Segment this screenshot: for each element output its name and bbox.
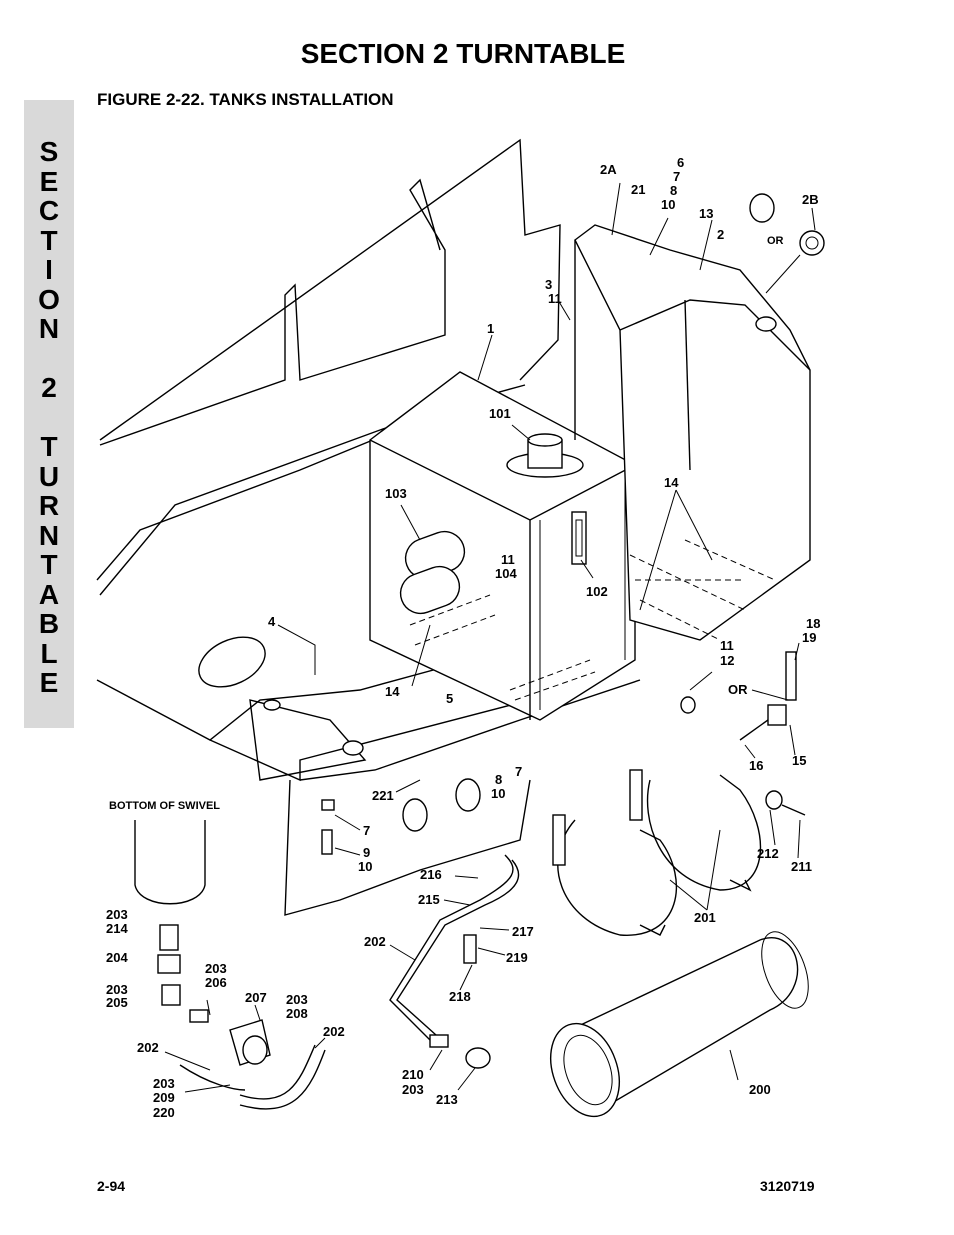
callout-4: 4 xyxy=(268,614,276,629)
filter-canister xyxy=(550,931,809,1118)
callout-2A: 2A xyxy=(600,162,617,177)
side-tab-letter: T xyxy=(40,431,58,462)
callout-10: 10 xyxy=(661,197,675,212)
callout-202c: 202 xyxy=(364,934,386,949)
callout-206: 206 xyxy=(205,975,227,990)
callout-14b: 14 xyxy=(664,475,679,490)
callout-204: 204 xyxy=(106,950,128,965)
callout-201: 201 xyxy=(694,910,716,925)
side-tab-letter: T xyxy=(40,549,58,580)
callout-15: 15 xyxy=(792,753,806,768)
callout-203d: 203 xyxy=(286,992,308,1007)
callout-203f: 203 xyxy=(402,1082,424,1097)
callout-207: 207 xyxy=(245,990,267,1005)
callout-7b: 7 xyxy=(515,764,522,779)
fuel-tank xyxy=(574,224,811,641)
callout-212: 212 xyxy=(757,846,779,861)
callout-8b: 8 xyxy=(495,772,502,787)
callout-214: 214 xyxy=(106,921,128,936)
callout-5: 5 xyxy=(446,691,453,706)
fuel-line xyxy=(389,854,520,1069)
callout-14a: 14 xyxy=(385,684,400,699)
side-tab-letter: 2 xyxy=(41,372,57,403)
callout-11: 11 xyxy=(548,291,562,306)
callout-9: 9 xyxy=(363,845,370,860)
callout-208: 208 xyxy=(286,1006,308,1021)
callout-203a: 203 xyxy=(106,907,128,922)
callout-200: 200 xyxy=(749,1082,771,1097)
drain-fittings xyxy=(321,651,806,855)
callout-bottom-of-swivel: BOTTOM OF SWIVEL xyxy=(109,800,220,812)
callout-11c: 11 xyxy=(720,638,734,653)
callout-7c: 7 xyxy=(363,823,370,838)
callout-or-mid: OR xyxy=(728,682,748,697)
callout-213: 213 xyxy=(436,1092,458,1107)
callout-210: 210 xyxy=(402,1067,424,1082)
callout-16: 16 xyxy=(749,758,763,773)
callout-labels: 1 2 2A 2B OR 3 11 4 5 6 7 8 10 21 13 101… xyxy=(106,155,820,1120)
callout-2: 2 xyxy=(717,227,724,242)
callout-217: 217 xyxy=(512,924,534,939)
side-tab-letter: S xyxy=(39,136,59,167)
callout-7: 7 xyxy=(673,169,680,184)
turntable-frame xyxy=(96,138,641,916)
side-tab-letter: N xyxy=(38,313,60,344)
callout-6: 6 xyxy=(677,155,684,170)
callout-8: 8 xyxy=(670,183,677,198)
side-tab-letter: N xyxy=(38,519,60,551)
callout-103: 103 xyxy=(385,486,407,501)
callout-205: 205 xyxy=(106,995,128,1010)
side-tab-letter: E xyxy=(39,165,59,197)
side-tab-letter: A xyxy=(38,578,60,610)
callout-102: 102 xyxy=(586,584,608,599)
callout-203b: 203 xyxy=(106,982,128,997)
callout-2B: 2B xyxy=(802,192,819,207)
callout-202a: 202 xyxy=(137,1040,159,1055)
leader-lines xyxy=(164,182,816,1093)
callout-202b: 202 xyxy=(323,1024,345,1039)
callout-211: 211 xyxy=(791,859,812,874)
side-tab-letter: T xyxy=(40,224,58,256)
side-tab-letter: B xyxy=(38,608,60,639)
callout-220: 220 xyxy=(153,1105,175,1120)
callout-13: 13 xyxy=(699,206,713,221)
callout-203c: 203 xyxy=(205,961,227,976)
callout-10c: 10 xyxy=(358,859,372,874)
document-number: 3120719 xyxy=(760,1178,815,1194)
callout-3: 3 xyxy=(545,277,552,292)
side-tab-letter: L xyxy=(40,637,58,669)
swivel-bottom xyxy=(134,820,326,1110)
side-tab-letter: U xyxy=(38,460,60,492)
callout-203e: 203 xyxy=(153,1076,175,1091)
hydraulic-tank xyxy=(369,371,636,721)
fuel-cap xyxy=(749,193,825,256)
side-tab-letter: O xyxy=(38,283,60,315)
callout-101: 101 xyxy=(489,406,511,421)
tank-straps xyxy=(552,769,762,936)
side-tab-letter: E xyxy=(39,667,59,698)
callout-221: 221 xyxy=(372,788,394,803)
callout-218: 218 xyxy=(449,989,471,1004)
callout-10b: 10 xyxy=(491,786,505,801)
section-title: SECTION 2 TURNTABLE xyxy=(300,38,626,69)
callout-209: 209 xyxy=(153,1090,175,1105)
callout-18: 18 xyxy=(806,616,820,631)
side-tab-letter: C xyxy=(38,195,60,226)
callout-215: 215 xyxy=(418,892,440,907)
callout-11b: 11 xyxy=(501,552,515,567)
callout-1: 1 xyxy=(487,321,494,336)
side-tab-letter: I xyxy=(45,254,53,285)
side-tab-letter: R xyxy=(38,490,60,521)
callout-104: 104 xyxy=(495,566,517,581)
page-number: 2-94 xyxy=(97,1178,126,1194)
callout-219: 219 xyxy=(506,950,528,965)
callout-12: 12 xyxy=(720,653,734,668)
callout-21: 21 xyxy=(631,182,645,197)
callout-19: 19 xyxy=(802,630,816,645)
callout-or-top: OR xyxy=(767,235,784,247)
callout-216: 216 xyxy=(420,867,442,882)
figure-title: FIGURE 2-22. TANKS INSTALLATION xyxy=(97,90,394,109)
